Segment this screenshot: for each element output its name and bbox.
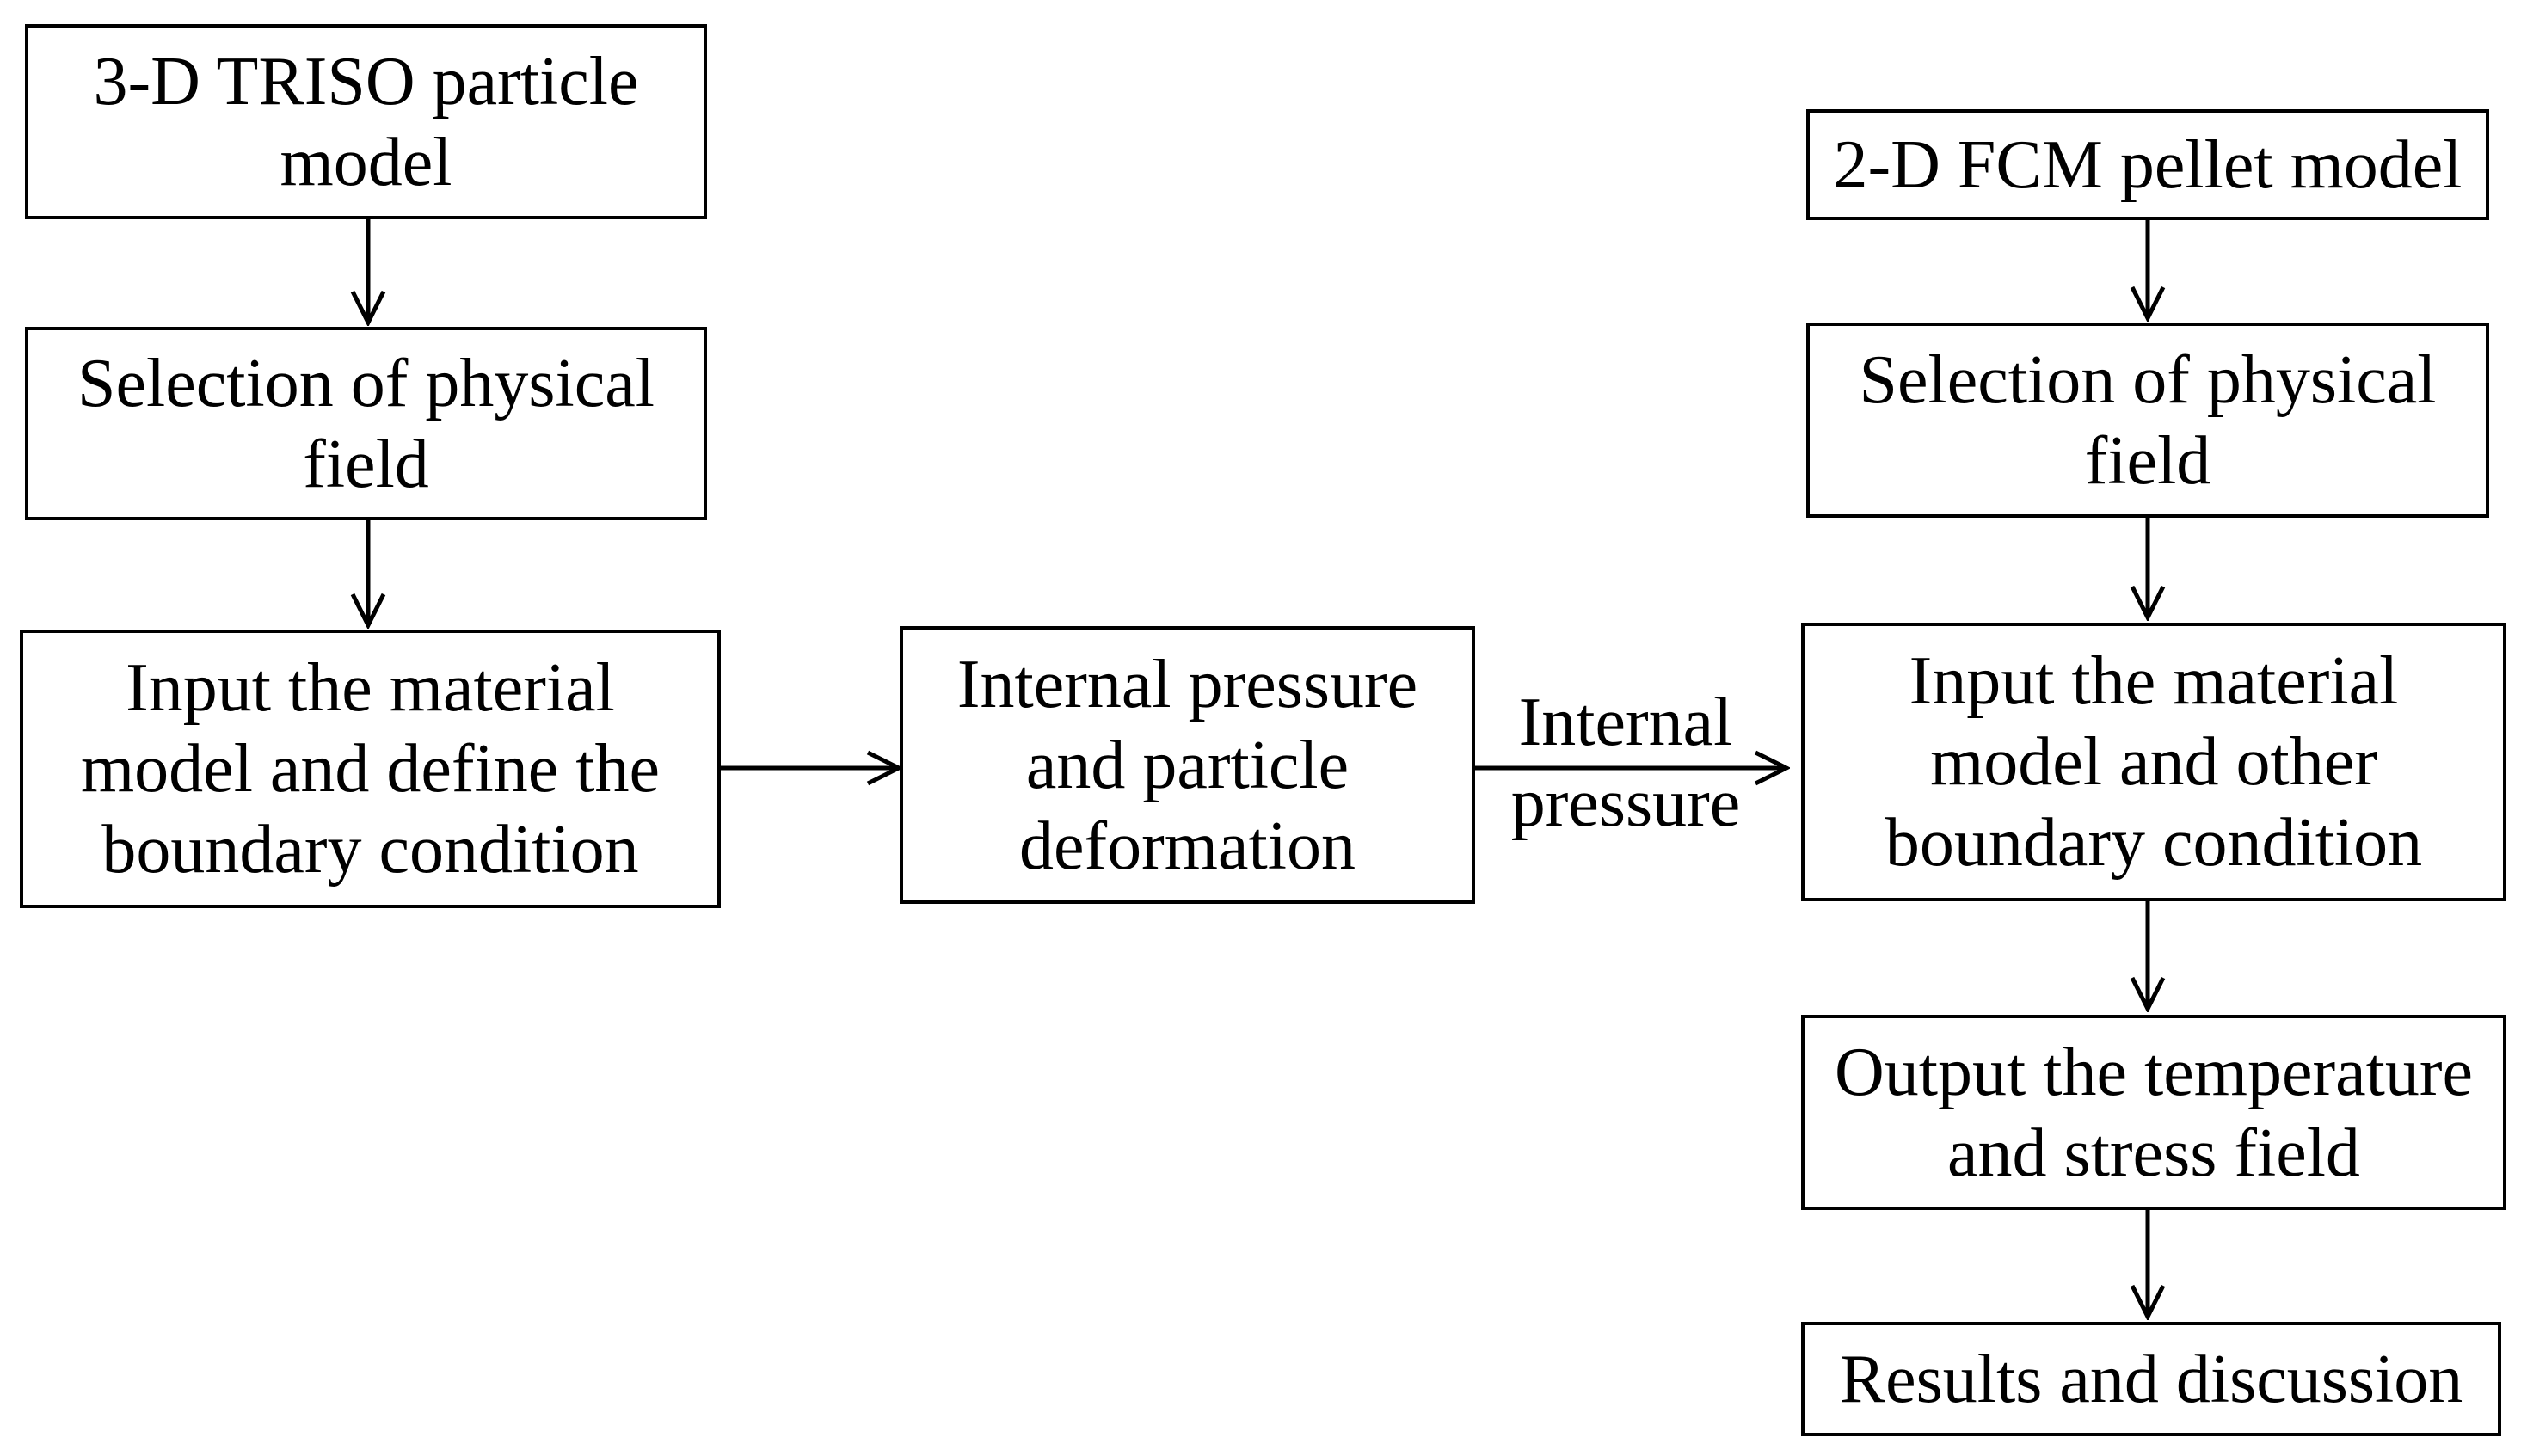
fcm-pellet-model-label: 2-D FCM pellet model (1833, 126, 2463, 203)
right-physical-field-box: Selection of physical field (1806, 323, 2489, 518)
pressure-deformation-label: Internal pressure and particle deformati… (956, 646, 1418, 884)
fcm-pellet-model-box: 2-D FCM pellet model (1806, 109, 2489, 220)
left-physical-field-box: Selection of physical field (25, 327, 707, 520)
triso-particle-model-label: 3-D TRISO particle model (93, 43, 639, 200)
left-physical-field-label: Selection of physical field (77, 345, 655, 502)
output-fields-label: Output the temperature and stress field (1835, 1034, 2473, 1191)
right-material-input-label: Input the material model and other bound… (1885, 643, 2423, 881)
output-fields-box: Output the temperature and stress field (1801, 1015, 2506, 1210)
right-physical-field-label: Selection of physical field (1859, 341, 2437, 499)
results-discussion-label: Results and discussion (1839, 1341, 2463, 1417)
triso-particle-model-box: 3-D TRISO particle model (25, 24, 707, 219)
left-material-input-box: Input the material model and define the … (20, 630, 721, 908)
internal-pressure-edge-label: Internal pressure (1510, 685, 1741, 841)
results-discussion-box: Results and discussion (1801, 1322, 2501, 1436)
left-material-input-label: Input the material model and define the … (80, 650, 661, 888)
right-material-input-box: Input the material model and other bound… (1801, 623, 2506, 901)
pressure-deformation-box: Internal pressure and particle deformati… (900, 626, 1475, 904)
